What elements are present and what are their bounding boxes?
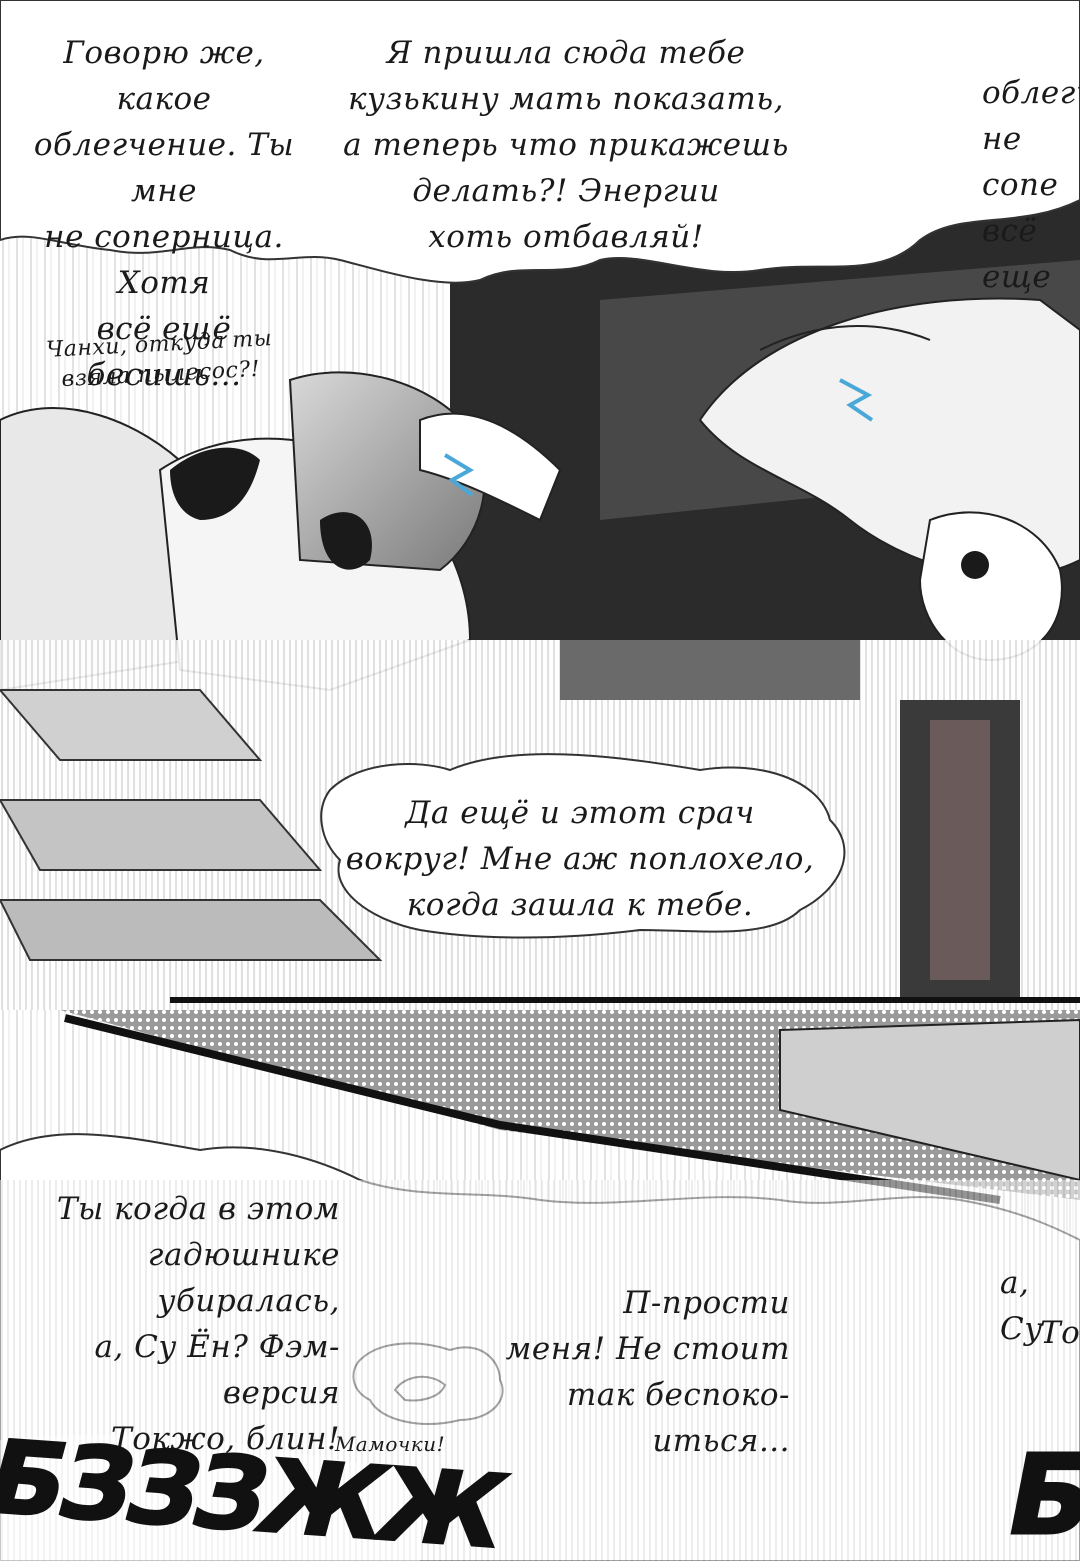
bubble-text-middle: Да ещё и этот срач вокруг! Мне аж поплох… [345,795,815,923]
bubble-text-top-center: Я пришла сюда тебе кузькину мать показат… [343,35,789,255]
sfx-buzz-right: Б [1009,1439,1080,1552]
bubble-text-bottom-right-partial: а, Су [1000,1265,1043,1347]
bubble-text-mid-left: Чанхи, откуда ты взяла пылесос?! [45,326,273,393]
bubble-text-bottom-right-partial-2: Токжо [1040,1315,1080,1351]
bubble-text-top-left: Говорю же, какое облегчение. Ты мне не с… [33,35,295,393]
bubble-text-mom: Мамочки! [334,1432,446,1456]
bubble-text-apology: П-прости меня! Не стоит так беспоко- ить… [505,1285,790,1459]
bubble-text-top-right-partial: облегче не сопе всё еще [982,75,1080,295]
bubble-text-bottom-left: Ты когда в этом гадюшнике убиралась, а, … [56,1191,340,1457]
